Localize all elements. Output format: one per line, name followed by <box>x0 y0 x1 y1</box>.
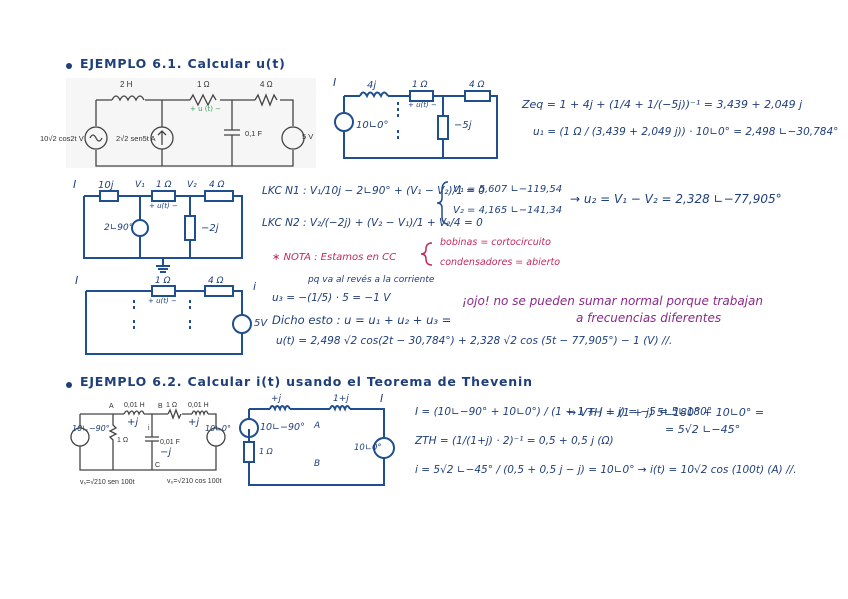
circuit-1-measurement: + u(t) − <box>408 101 437 109</box>
circuit-3-r2: 4 Ω <box>208 276 224 286</box>
circuit-4-node-b: B <box>314 459 321 469</box>
printed-resistor: 1 Ω <box>166 402 178 409</box>
zth-equation: ZTH = (1/(1+j) · 2)⁻¹ = 0,5 + 0,5 j (Ω) <box>415 435 614 447</box>
printed-4ohm-label: 4 Ω <box>260 80 273 89</box>
circuit-3-current: I <box>75 274 79 287</box>
circuit-1-r1: 1 Ω <box>412 80 428 90</box>
u2-result: → u₂ = V₁ − V₂ = 2,328 ∟−77,905° <box>570 192 782 206</box>
circuit-2-zc: −2j <box>201 223 219 234</box>
printed-current-source-label: 2√2 sen5t A <box>116 134 156 143</box>
printed-note-s1: 10∟−90° <box>72 424 110 433</box>
v1-result: V₁ = 5,607 ∟−119,54 <box>453 184 563 195</box>
circuit-2-source: 2∟90° <box>104 223 134 233</box>
lkc-n2-equation: LKC N2 : V₂/(−2j) + (V₂ − V₁)/1 + V₂/4 =… <box>262 217 483 229</box>
circuit-4-r: 1 Ω <box>259 447 273 456</box>
printed-measurement-label: + u (t) − <box>190 105 222 113</box>
circuit-1-current: I <box>333 76 337 89</box>
printed-current-i: i <box>148 425 150 432</box>
nota-condensadores: condensadores = abierto <box>440 257 561 268</box>
lkc-n1-equation: LKC N1 : V₁/10j − 2∟90° + (V₁ − V₂)/1 = … <box>262 185 485 197</box>
nota-cc: ∗ NOTA : Estamos en CC <box>272 252 397 263</box>
circuit-2-v1: V₁ <box>135 180 145 190</box>
printed-note-j3: +j <box>188 417 200 428</box>
nota-bobinas: bobinas = cortocircuito <box>440 237 551 248</box>
ojo-note: ¡ojo! no se pueden sumar normal porque t… <box>462 294 763 308</box>
printed-node-c: C <box>155 462 161 469</box>
printed-capacitor-label: 0,1 F <box>245 129 263 138</box>
printed-inductor-1: 0,01 H <box>124 402 145 409</box>
circuit-2-current: I <box>73 178 77 191</box>
circuit-2-zl: 10j <box>98 180 114 191</box>
printed-capacitor: 0,01 F <box>160 439 180 446</box>
printed-node-a: A <box>109 403 114 410</box>
u3-equation: u₃ = −(1/5) · 5 = −1 V <box>272 292 391 304</box>
circuit-4-j2: 1+j <box>333 394 349 404</box>
vth-equation: → VTH = (1 + j) 5∟180° + 10∟0° = <box>567 406 765 419</box>
circuit-1-zl: 4j <box>367 80 377 91</box>
example-6-1-title: EJEMPLO 6.1. Calcular u(t) <box>80 56 286 71</box>
ojo-note-2: a frecuencias diferentes <box>576 311 722 325</box>
printed-2h-label: 2 H <box>120 80 133 89</box>
v2-result: V₂ = 4,165 ∟−141,34 <box>453 205 563 216</box>
circuit-3-measurement: + u(t) − <box>148 297 177 305</box>
circuit-3-source: 5V <box>254 318 268 329</box>
circuit-4-s1: 10∟−90° <box>260 422 305 433</box>
circuit-3-i: i <box>253 280 257 293</box>
printed-dc-source-label: 5 V <box>302 132 314 141</box>
printed-note-j2: −j <box>160 447 172 458</box>
printed-node-b: B <box>158 403 163 410</box>
printed-1ohm-label: 1 Ω <box>197 80 210 89</box>
printed-vo-label: v₀=√210 cos 100t <box>167 478 222 485</box>
vth-result: = 5√2 ∟−45° <box>665 423 741 436</box>
printed-note-s2: 10∟0° <box>205 424 231 433</box>
circuit-2-r1: 1 Ω <box>156 180 172 190</box>
circuit-3-r1: 1 Ω <box>155 276 171 286</box>
u-t-result: u(t) = 2,498 √2 cos(2t − 30,784°) + 2,32… <box>276 335 673 347</box>
dicho-esto: Dicho esto : u = u₁ + u₂ + u₃ = <box>272 313 452 327</box>
circuit-1-r2: 4 Ω <box>469 80 485 90</box>
circuit-4-current: I <box>380 392 384 405</box>
printed-vs-label: vₛ=√210 sen 100t <box>80 479 135 486</box>
circuit-2-r2: 4 Ω <box>209 180 225 190</box>
circuit-4-node-a: A <box>314 421 321 431</box>
circuit-2-measurement: + u(t) − <box>149 202 178 210</box>
printed-inductor-2: 0,01 H <box>188 402 209 409</box>
u1-equation: u₁ = (1 Ω / (3,439 + 2,049 j)) · 10∟0° =… <box>533 126 839 138</box>
printed-mid-resistor: 1 Ω <box>117 437 129 444</box>
pq-note: pq va al revés a la corriente <box>308 275 435 285</box>
circuit-4-s2: 10∟0° <box>354 443 382 453</box>
example-6-2-title: EJEMPLO 6.2. Calcular i(t) usando el Teo… <box>80 374 533 389</box>
circuit-4-j1: +j <box>271 394 282 404</box>
printed-note-j1: +j <box>127 417 139 428</box>
circuit-1-zc: −5j <box>454 120 472 131</box>
zeq-equation: Zeq = 1 + 4j + (1/4 + 1/(−5j))⁻¹ = 3,439… <box>522 98 803 111</box>
printed-voltage-source-label: 10√2 cos2t V <box>40 134 84 143</box>
circuit-1-source: 10∟0° <box>356 120 389 131</box>
circuit-2-v2: V₂ <box>187 180 197 190</box>
thevenin-current: I = (10∟−90° + 10∟0°) / (1 + 1 + j + j) … <box>415 406 713 418</box>
i-t-result: i = 5√2 ∟−45° / (0,5 + 0,5 j − j) = 10∟0… <box>415 464 797 476</box>
